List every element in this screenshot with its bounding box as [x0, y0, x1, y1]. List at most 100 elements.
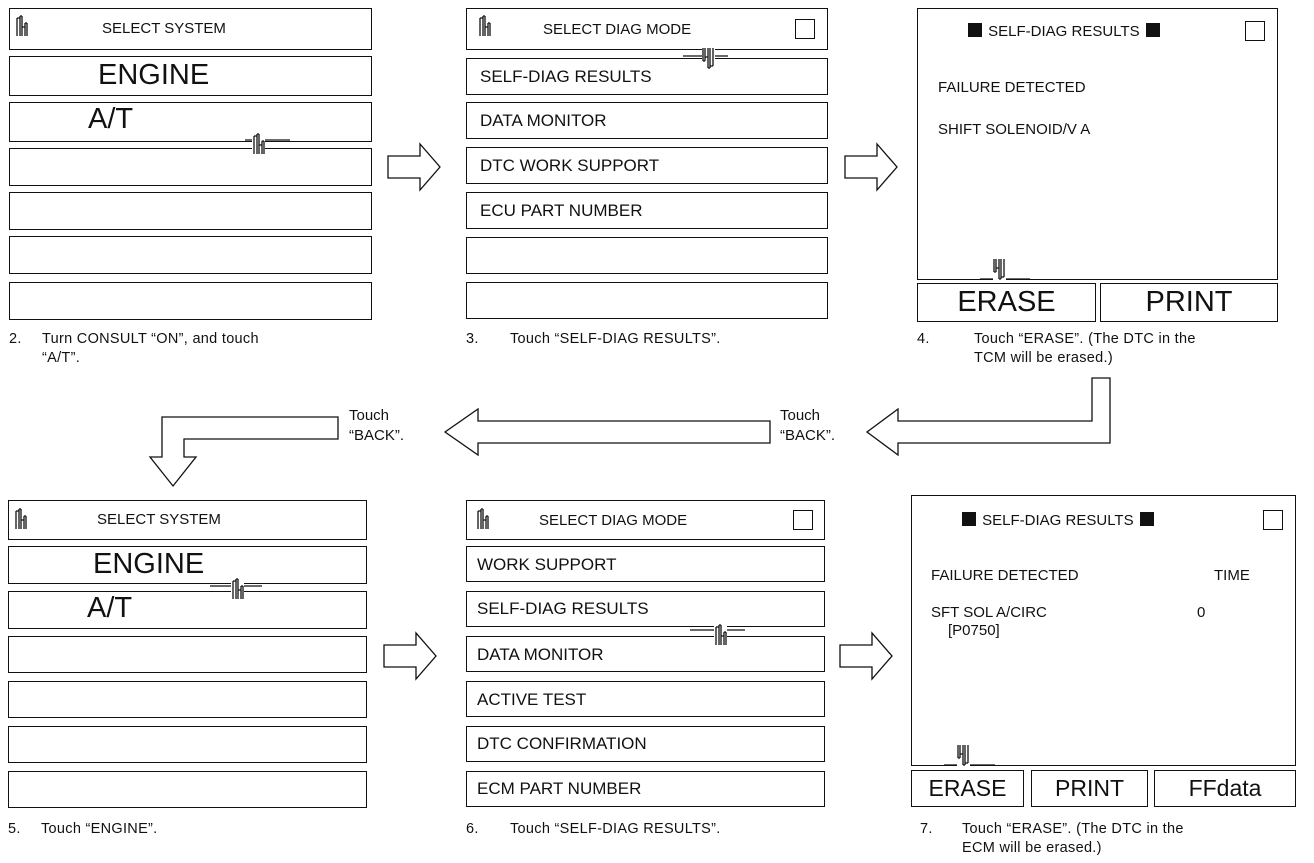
arrow-right-icon — [844, 142, 898, 192]
caption-line: Touch “ERASE”. (The DTC in the — [962, 821, 1184, 837]
filled-square-icon — [968, 23, 982, 37]
panel-5-item-label: ENGINE — [93, 548, 205, 580]
caption-number: 6. — [466, 821, 479, 837]
panel-6-item-ecm-part-number[interactable]: ECM PART NUMBER — [466, 771, 825, 807]
back-label-line: “BACK”. — [349, 427, 405, 444]
panel-4-failure-heading: FAILURE DETECTED — [938, 79, 1086, 96]
panel-5-item-engine[interactable]: ENGINE — [8, 546, 367, 584]
caption-line: Turn CONSULT “ON”, and touch — [42, 331, 259, 347]
panel-2-title: SELECT SYSTEM — [102, 20, 226, 37]
panel-6-title-bar: SELECT DIAG MODE — [466, 500, 825, 540]
panel-3-item-label: ECU PART NUMBER — [480, 201, 643, 220]
panel-2-item-empty[interactable] — [9, 148, 372, 186]
caption-2: 2. Turn CONSULT “ON”, and touch “A/T”. — [9, 330, 381, 370]
panel-3-item-empty[interactable] — [466, 282, 828, 319]
panel-7-ffdata-button[interactable]: FFdata — [1154, 770, 1296, 807]
caption-line: Touch “ENGINE”. — [41, 821, 158, 837]
caption-6: 6. Touch “SELF-DIAG RESULTS”. — [466, 820, 846, 840]
filled-square-icon — [1145, 23, 1160, 37]
arrow-down-icon — [148, 416, 339, 488]
caption-number: 7. — [920, 821, 933, 837]
panel-7-dtc-code: [P0750] — [948, 622, 1000, 639]
back-label-line: “BACK”. — [780, 427, 836, 444]
caption-line: Touch “ERASE”. (The DTC in the — [974, 331, 1196, 347]
panel-5-item-label: A/T — [87, 592, 133, 624]
panel-5-title-bar: SELECT SYSTEM — [8, 500, 367, 540]
panel-3-item-dtc-work-support[interactable]: DTC WORK SUPPORT — [466, 147, 828, 184]
panel-6-item-label: DATA MONITOR — [477, 645, 604, 664]
panel-7-column-time: TIME — [1214, 567, 1250, 584]
back-label-right: Touch “BACK”. — [780, 406, 835, 446]
panel-5-item-empty[interactable] — [8, 681, 367, 718]
caption-number: 5. — [8, 821, 21, 837]
panel-2-title-bar: SELECT SYSTEM — [9, 8, 372, 50]
panel-2-item-at[interactable]: A/T — [9, 102, 372, 142]
panel-5-item-empty[interactable] — [8, 636, 367, 673]
panel-4-title-text: SELF-DIAG RESULTS — [988, 23, 1140, 40]
arrow-right-icon — [839, 631, 893, 681]
back-label-line: Touch — [349, 407, 390, 424]
panel-6-item-self-diag[interactable]: SELF-DIAG RESULTS — [466, 591, 825, 627]
back-label-line: Touch — [780, 407, 821, 424]
caption-7: 7. Touch “ERASE”. (The DTC in the ECM wi… — [920, 820, 1310, 860]
filled-square-icon — [1139, 512, 1154, 526]
caption-line: TCM will be erased.) — [974, 350, 1113, 366]
arrow-left-icon — [865, 377, 1111, 457]
panel-6-item-label: WORK SUPPORT — [477, 555, 617, 574]
caption-4: 4. Touch “ERASE”. (The DTC in the TCM wi… — [917, 330, 1309, 370]
caption-number: 4. — [917, 331, 930, 347]
panel-2-item-engine[interactable]: ENGINE — [9, 56, 372, 96]
button-label: PRINT — [1055, 775, 1124, 801]
panel-3-title-bar: SELECT DIAG MODE — [466, 8, 828, 50]
panel-7-title: SELF-DIAG RESULTS — [962, 511, 1154, 531]
panel-5-item-at[interactable]: A/T — [8, 591, 367, 629]
panel-7-column-failure: FAILURE DETECTED — [931, 567, 1079, 584]
panel-6-item-work-support[interactable]: WORK SUPPORT — [466, 546, 825, 582]
caption-3: 3. Touch “SELF-DIAG RESULTS”. — [466, 330, 846, 350]
panel-7-screen: SELF-DIAG RESULTS FAILURE DETECTED TIME … — [911, 495, 1296, 766]
filled-square-icon — [962, 512, 976, 526]
caption-number: 2. — [9, 331, 22, 347]
panel-4-screen: SELF-DIAG RESULTS FAILURE DETECTED SHIFT… — [917, 8, 1278, 280]
panel-7-title-text: SELF-DIAG RESULTS — [982, 512, 1134, 529]
panel-7-print-button[interactable]: PRINT — [1031, 770, 1148, 807]
arrow-left-icon — [443, 407, 771, 457]
arrow-right-icon — [387, 142, 441, 192]
caption-line: ECM will be erased.) — [962, 840, 1102, 856]
panel-2-item-empty[interactable] — [9, 282, 372, 320]
panel-5-title: SELECT SYSTEM — [97, 511, 221, 528]
panel-4-failure-item: SHIFT SOLENOID/V A — [938, 121, 1091, 138]
panel-2-item-empty[interactable] — [9, 236, 372, 274]
panel-3-item-self-diag[interactable]: SELF-DIAG RESULTS — [466, 58, 828, 95]
panel-3-item-data-monitor[interactable]: DATA MONITOR — [466, 102, 828, 139]
panel-2-item-label: ENGINE — [98, 59, 210, 91]
panel-6-item-active-test[interactable]: ACTIVE TEST — [466, 681, 825, 717]
panel-6-item-data-monitor[interactable]: DATA MONITOR — [466, 636, 825, 672]
panel-6-title: SELECT DIAG MODE — [539, 512, 688, 529]
panel-3-item-empty[interactable] — [466, 237, 828, 274]
panel-6-item-label: ACTIVE TEST — [477, 690, 587, 709]
panel-3-item-label: DTC WORK SUPPORT — [480, 156, 660, 175]
panel-7-erase-button[interactable]: ERASE — [911, 770, 1024, 807]
panel-6-item-dtc-confirmation[interactable]: DTC CONFIRMATION — [466, 726, 825, 762]
panel-4-erase-button[interactable]: ERASE — [917, 283, 1096, 322]
button-label: PRINT — [1145, 286, 1233, 318]
panel-2-item-label: A/T — [88, 103, 134, 135]
panel-3-item-label: SELF-DIAG RESULTS — [480, 67, 652, 86]
caption-line: Touch “SELF-DIAG RESULTS”. — [510, 821, 721, 837]
caption-5: 5. Touch “ENGINE”. — [8, 820, 308, 840]
panel-4-print-button[interactable]: PRINT — [1100, 283, 1278, 322]
panel-3-title: SELECT DIAG MODE — [543, 21, 692, 38]
back-label-left: Touch “BACK”. — [349, 406, 404, 446]
panel-2-item-empty[interactable] — [9, 192, 372, 230]
panel-6-item-label: SELF-DIAG RESULTS — [477, 599, 649, 618]
panel-3-item-ecu-part-number[interactable]: ECU PART NUMBER — [466, 192, 828, 229]
panel-5-item-empty[interactable] — [8, 726, 367, 763]
panel-7-dtc-name: SFT SOL A/CIRC — [931, 604, 1047, 621]
caption-number: 3. — [466, 331, 479, 347]
panel-7-dtc-time: 0 — [1197, 604, 1206, 621]
panel-5-item-empty[interactable] — [8, 771, 367, 808]
panel-6-item-label: ECM PART NUMBER — [477, 779, 642, 798]
caption-line: Touch “SELF-DIAG RESULTS”. — [510, 331, 721, 347]
button-label: FFdata — [1188, 775, 1262, 801]
